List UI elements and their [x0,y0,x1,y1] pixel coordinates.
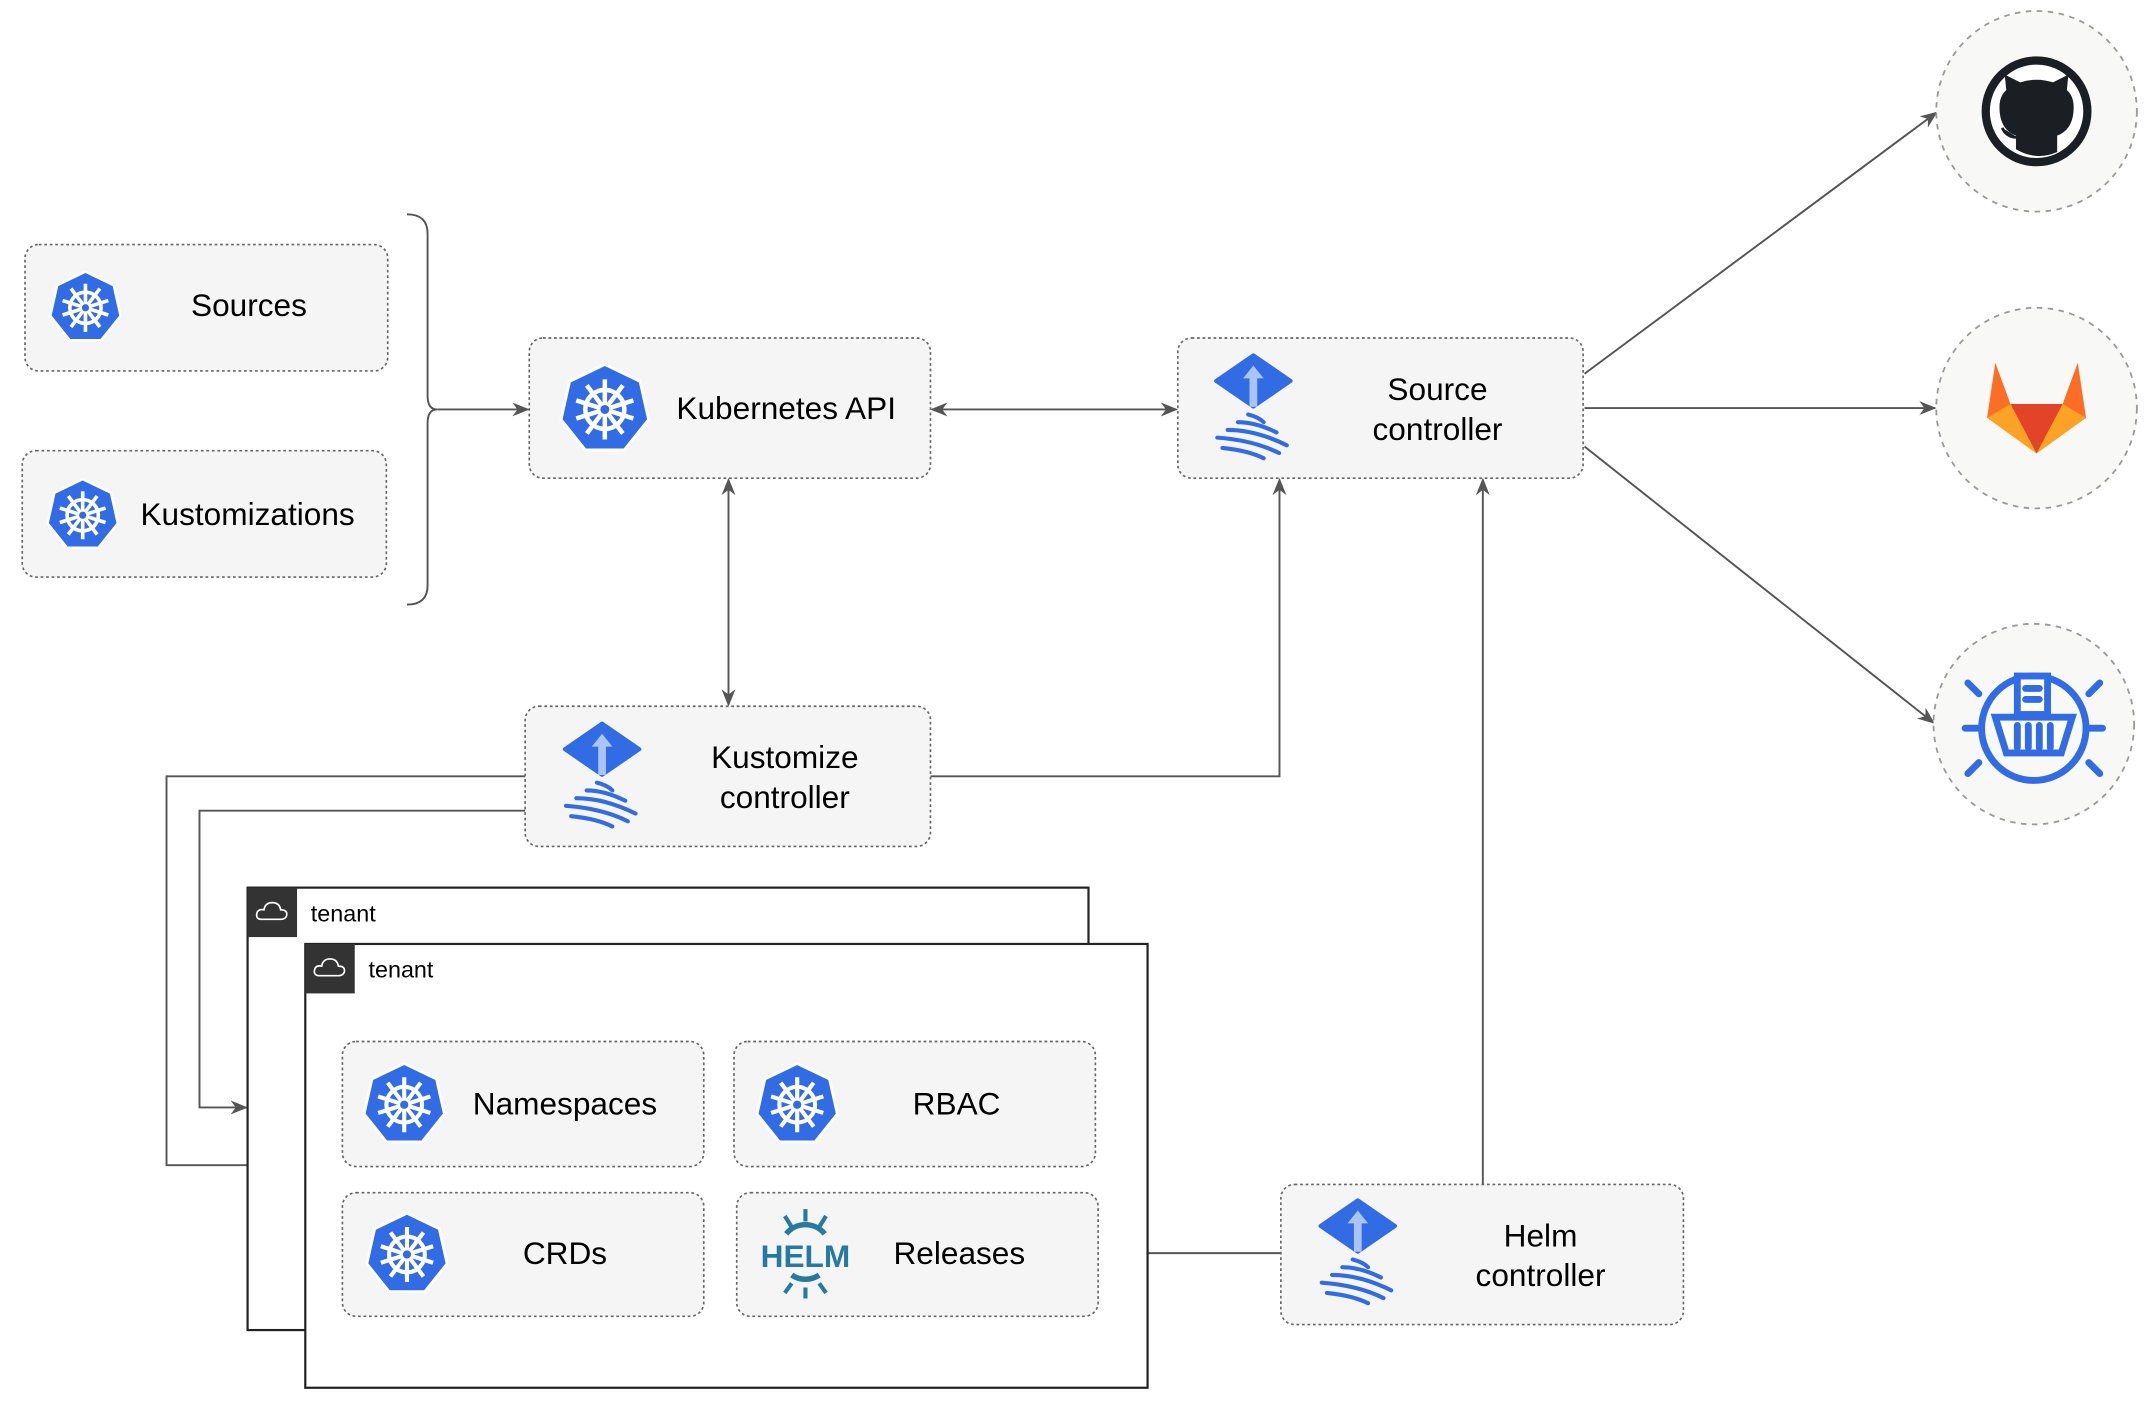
edge-kustomize-to-tenant-1 [198,809,526,1115]
node-label: Sources [191,287,307,323]
tenant-label: tenant [311,900,376,926]
edge-source-to-github [1583,111,1938,375]
edges [165,111,1938,1261]
helm-icon-text: HELM [761,1238,851,1274]
node-label: Kubernetes API [676,390,896,426]
node-label: controller [1373,411,1503,447]
bucket-icon [1961,672,2106,784]
gitlab-icon [1987,362,2087,454]
node-label: Helm [1504,1217,1578,1253]
node-kustomizations[interactable]: Kustomizations [21,449,388,578]
node-label: Releases [893,1235,1025,1271]
edge-kustomize-to-source [930,477,1287,778]
node-label: CRDs [523,1235,607,1271]
external-gitlab[interactable] [1935,306,2138,510]
node-releases[interactable]: HELM Releases [735,1191,1099,1318]
node-source-controller[interactable]: Source controller [1176,337,1584,479]
node-label: Source [1387,371,1487,407]
node-helm-controller[interactable]: Helm controller [1280,1183,1685,1326]
node-label: RBAC [913,1085,1001,1121]
node-sources[interactable]: Sources [24,243,389,372]
node-kubernetes-api[interactable]: Kubernetes API [528,337,932,479]
node-label: Namespaces [473,1085,657,1121]
helm-icon: HELM [761,1209,851,1299]
tenant-label: tenant [369,957,434,983]
node-label: Kustomizations [140,496,354,532]
node-label: controller [1476,1257,1606,1293]
node-label: Kustomize [711,739,858,775]
grouping-brace [406,213,438,606]
edge-kustomize-to-tenant-2 [165,775,526,1173]
node-rbac[interactable]: RBAC [733,1040,1097,1168]
node-namespaces[interactable]: Namespaces [341,1040,705,1168]
node-crds[interactable]: CRDs [341,1191,705,1318]
external-github[interactable] [1935,10,2138,213]
node-label: controller [720,779,850,815]
edge-source-to-bucket [1583,445,1935,724]
node-kustomize-controller[interactable]: Kustomize controller [524,705,932,848]
external-bucket[interactable] [1932,622,2136,826]
github-icon [1981,56,2092,167]
